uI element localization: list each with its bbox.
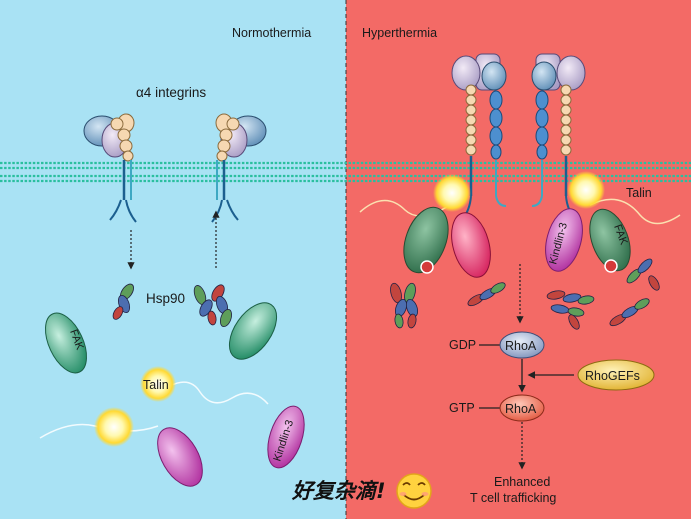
talin-strand-right-2 xyxy=(589,198,681,225)
hyperthermia-panel xyxy=(346,0,691,519)
rhogefs: RhoGEFs xyxy=(577,359,655,391)
rhoa-gtp: RhoA xyxy=(499,394,545,422)
kindlin3-bound: Kindlin-3 xyxy=(545,208,583,272)
hsp90-dimer xyxy=(193,284,233,328)
normothermia-title: Normothermia xyxy=(232,26,311,40)
hyperthermia-title: Hyperthermia xyxy=(362,26,437,40)
bent-integrin-right xyxy=(211,113,267,223)
talin-head-free-2 xyxy=(94,407,134,447)
svg-text:RhoA: RhoA xyxy=(505,402,537,416)
alpha4-integrins-label: α4 integrins xyxy=(136,85,206,100)
pink-protein xyxy=(451,212,491,278)
hsp90-monomer xyxy=(112,283,134,320)
bent-integrin-left xyxy=(83,113,137,223)
svg-text:RhoGEFs: RhoGEFs xyxy=(585,369,640,383)
smiley-face-icon xyxy=(396,473,432,509)
gdp-label: GDP xyxy=(449,338,476,352)
outcome-line1: Enhanced xyxy=(494,475,550,489)
hsp90-scattered xyxy=(390,258,660,330)
svg-text:RhoA: RhoA xyxy=(505,339,537,353)
talin-head-bound xyxy=(433,174,471,212)
rhoa-gdp: RhoA xyxy=(499,331,545,359)
phospho-marker xyxy=(420,260,434,274)
talin-label-right: Talin xyxy=(626,186,652,200)
talin-head-free xyxy=(140,366,176,402)
fak-free: FAK xyxy=(44,312,88,374)
talin-label-left: Talin xyxy=(143,378,169,392)
phospho-marker-2 xyxy=(604,259,618,273)
hsp90-label: Hsp90 xyxy=(146,291,185,306)
magenta-protein xyxy=(157,427,203,487)
kindlin-green-protein xyxy=(403,206,449,274)
outcome-line2: T cell trafficking xyxy=(470,491,556,505)
talin-head-bound-2 xyxy=(567,171,605,209)
gtp-label: GTP xyxy=(449,401,475,415)
extended-integrin-left xyxy=(451,53,507,221)
caption-text: 好复杂滴! xyxy=(291,479,386,503)
green-protein xyxy=(228,302,278,360)
talin-strand xyxy=(169,381,269,405)
fak-bound: FAK xyxy=(589,208,631,272)
extended-integrin-right xyxy=(531,53,586,221)
kindlin3-free: Kindlin-3 xyxy=(267,405,305,469)
